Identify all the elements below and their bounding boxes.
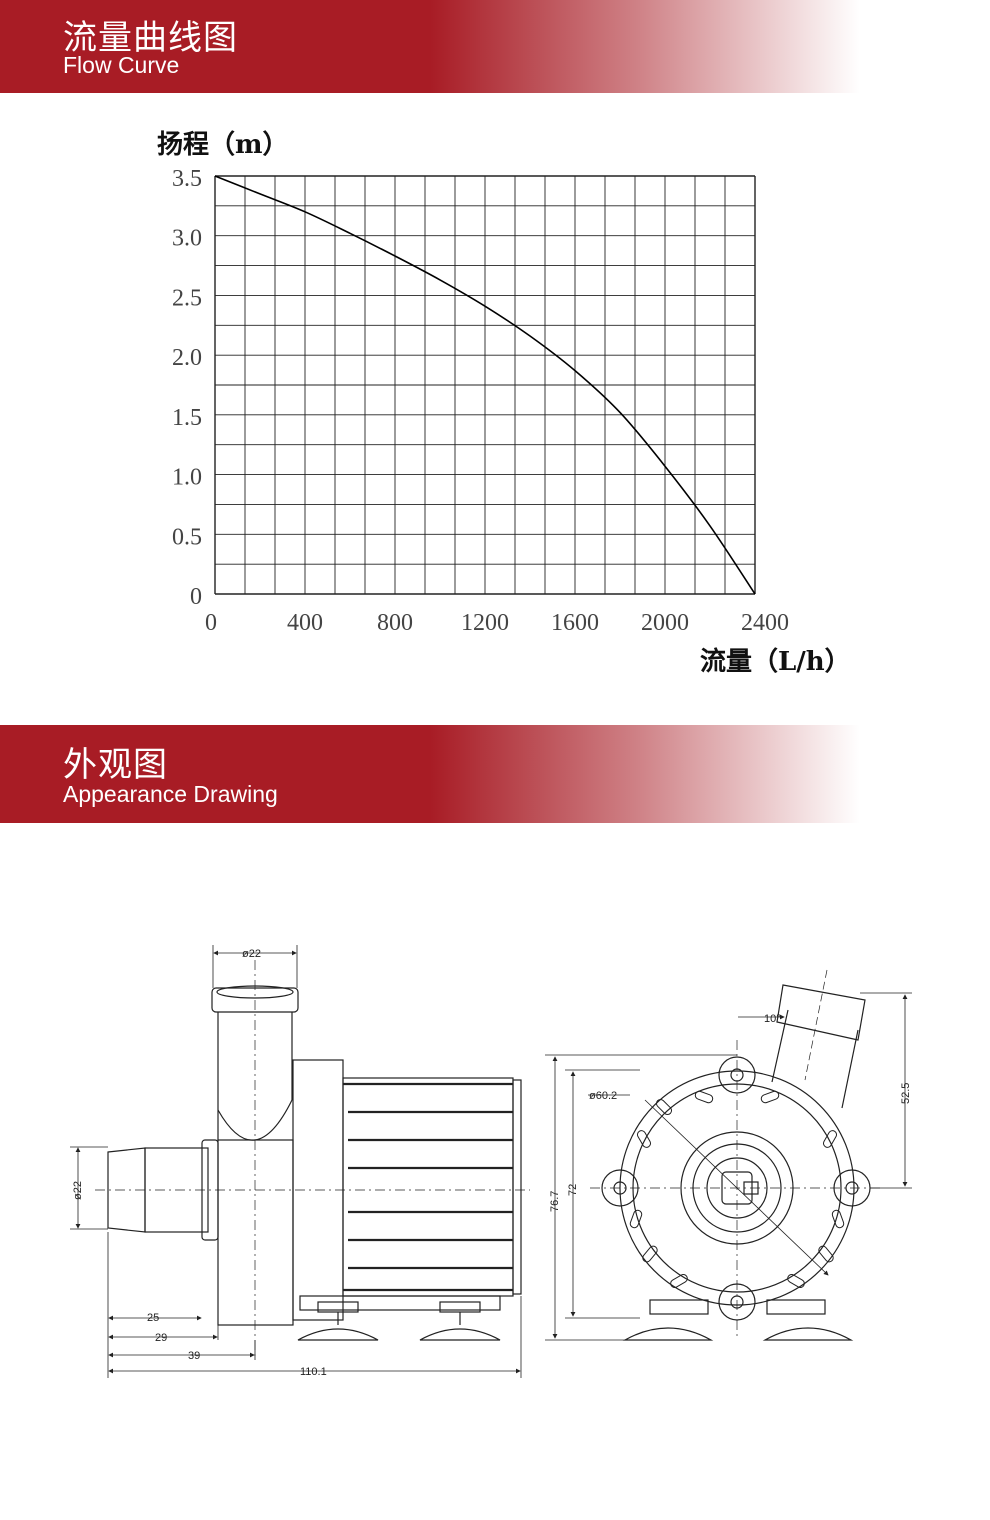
vent-slots: [629, 1090, 845, 1288]
y-axis-label: 扬程（m）: [157, 130, 289, 160]
x-tick-label: 1600: [551, 610, 599, 636]
dim-outlet-angle: 10°: [764, 1013, 781, 1025]
dim-side-inlet-dia: ø22: [72, 1181, 84, 1200]
x-tick-label: 400: [287, 610, 323, 636]
side-view-dimensions: [70, 945, 522, 1378]
mount-ear-top: [718, 1056, 756, 1094]
y-tick-label: 0: [190, 584, 202, 610]
pump-side-view: [95, 960, 530, 1360]
dim-total-length: 110.1: [300, 1366, 327, 1378]
y-tick-label: 2.0: [172, 345, 202, 371]
dim-height-inner: 72: [567, 1184, 579, 1196]
angled-outlet-pipe: [771, 1009, 859, 1109]
x-tick-labels: 0 400 800 1200 1600 2000 2400: [205, 610, 789, 636]
x-tick-label: 800: [377, 610, 413, 636]
angled-outlet-barb: [776, 984, 866, 1041]
y-tick-label: 2.5: [172, 285, 202, 311]
section-title-cn: 流量曲线图: [63, 18, 238, 58]
section-title-en: Appearance Drawing: [63, 781, 278, 807]
front-view-dimensions: [545, 992, 912, 1341]
dim-29: 29: [155, 1332, 167, 1344]
section-title-cn: 外观图: [63, 745, 168, 785]
motor-end-cap: [512, 1079, 522, 1295]
motor-housing: [342, 1077, 514, 1297]
dim-outlet-height: 52.5: [900, 1083, 912, 1104]
pump-head: [217, 1139, 294, 1326]
inlet-barb: [107, 1147, 146, 1233]
section-header-flow-curve: 流量曲线图 Flow Curve: [0, 0, 990, 93]
x-tick-label: 0: [205, 610, 217, 636]
chart-grid: [214, 175, 756, 595]
head-flow-curve: [214, 175, 756, 595]
dim-39: 39: [188, 1350, 200, 1362]
outlet-pipe: [217, 1012, 293, 1140]
x-tick-label: 2400: [741, 610, 789, 636]
y-tick-label: 3.5: [172, 166, 202, 192]
y-tick-label: 0.5: [172, 524, 202, 550]
x-tick-label: 1200: [461, 610, 509, 636]
y-tick-label: 1.0: [172, 465, 202, 491]
y-tick-label: 1.5: [172, 405, 202, 431]
section-header-appearance: 外观图 Appearance Drawing: [0, 725, 990, 823]
y-tick-label: 3.0: [172, 226, 202, 252]
suction-feet: [297, 1295, 501, 1341]
x-axis-label: 流量（L/h）: [700, 647, 851, 677]
pump-front-view: [590, 969, 880, 1341]
dim-body-dia: ø60.2: [589, 1090, 617, 1102]
flow-curve-chart: 扬程（m） 3.5 3.0 2.5 2.0 1.5 1.0 0.5 0 0 400 800 1200…: [157, 130, 851, 677]
dim-height-outer: 76.7: [549, 1191, 561, 1212]
housing-ribs: [343, 1082, 513, 1292]
appearance-drawing: ø22 ø22 25 29 39 110.1: [70, 945, 912, 1378]
front-suction-feet: [622, 1299, 854, 1341]
dim-top-outlet-dia: ø22: [242, 948, 261, 960]
dim-25: 25: [147, 1312, 159, 1324]
y-tick-labels: 3.5 3.0 2.5 2.0 1.5 1.0 0.5 0: [172, 166, 202, 610]
x-tick-label: 2000: [641, 610, 689, 636]
section-title-en: Flow Curve: [63, 52, 180, 78]
